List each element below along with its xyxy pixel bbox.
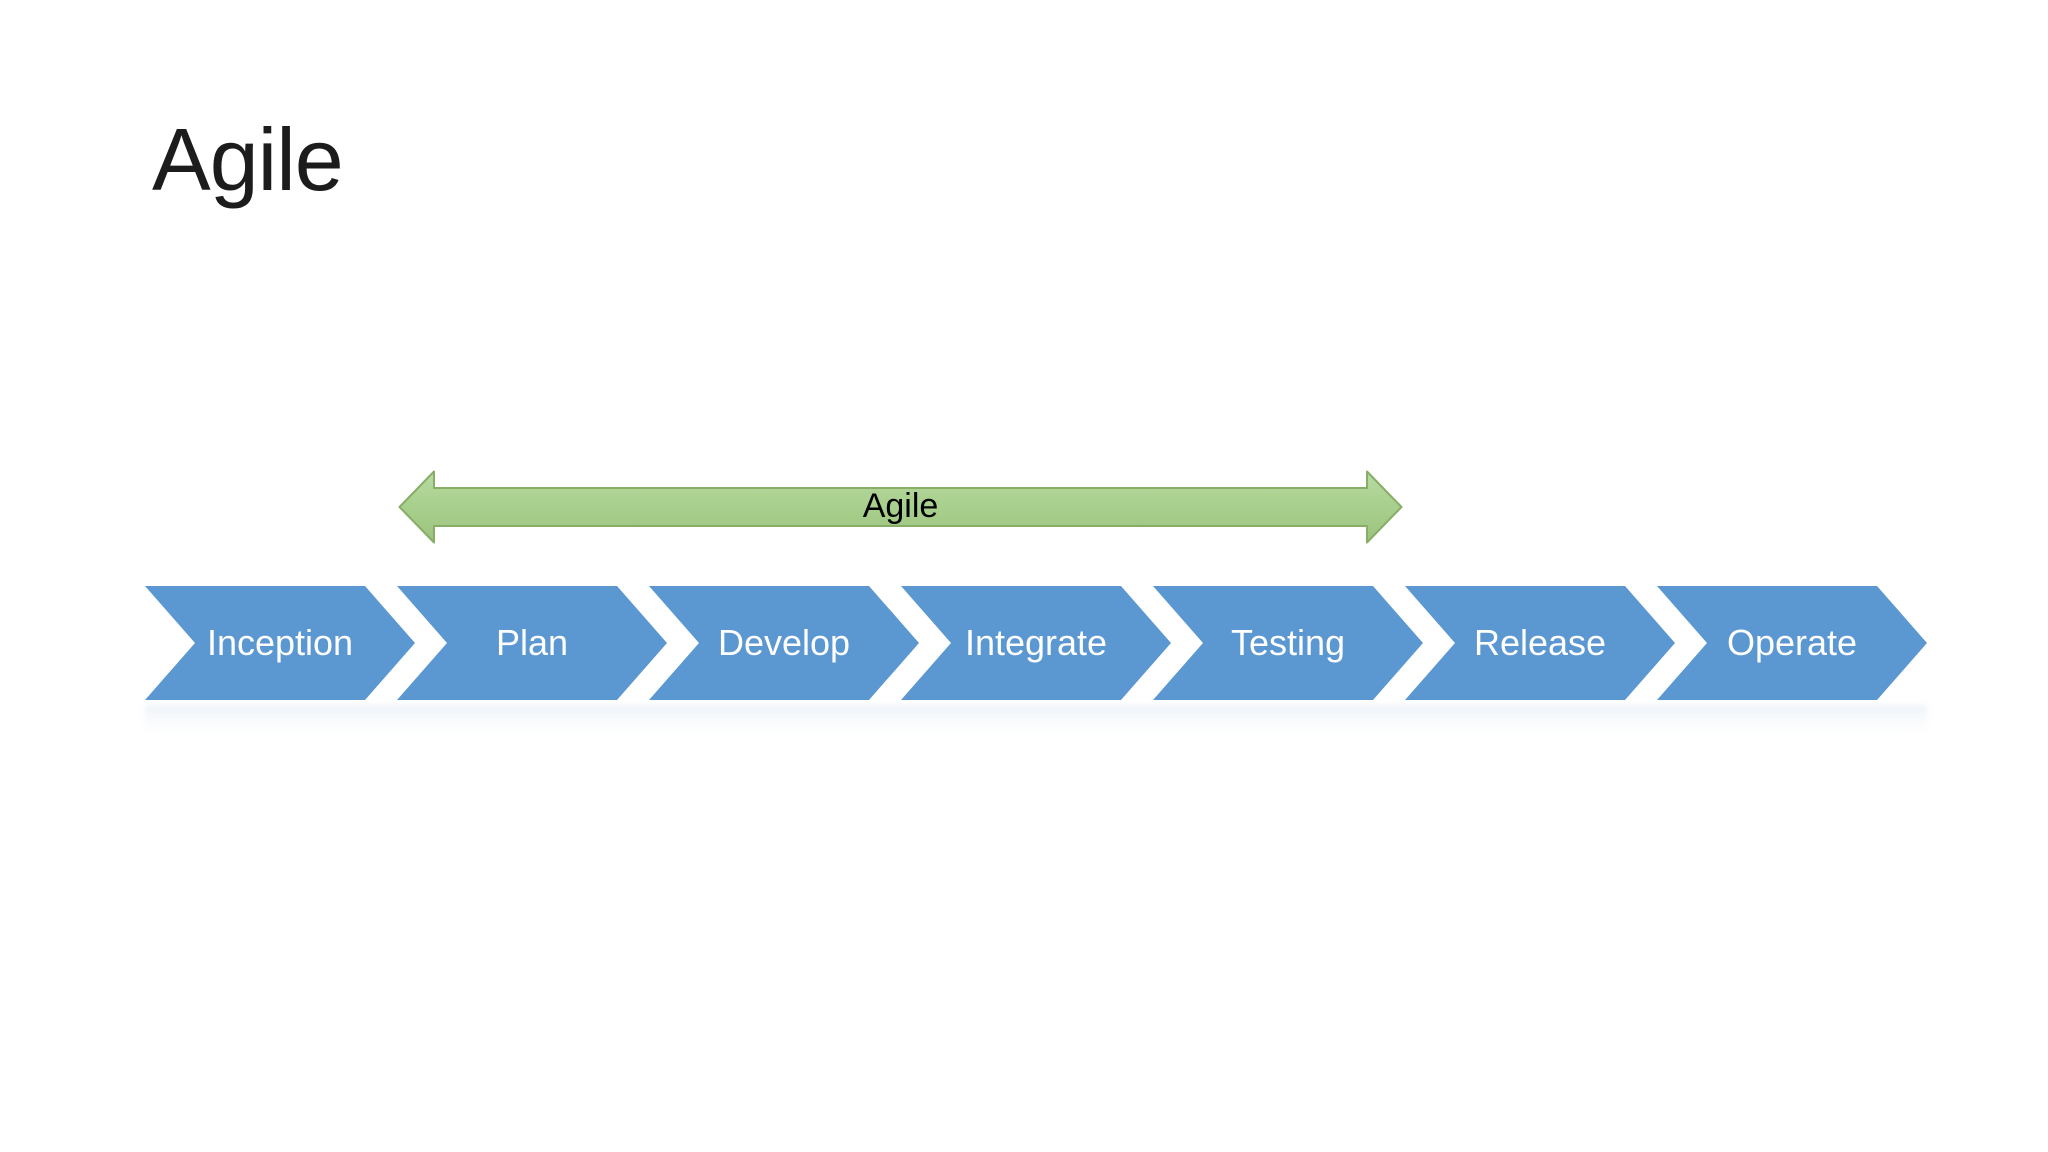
agile-span-arrow-label: Agile	[862, 487, 939, 525]
slide-title: Agile	[152, 110, 344, 209]
chevron-stage-label: Release	[1473, 622, 1607, 663]
chevron-stage-integrate: Integrate	[901, 586, 1171, 700]
chevron-stage-plan: Plan	[397, 586, 667, 700]
agile-span-arrow-shape: Agile	[398, 470, 1403, 544]
chevron-stage-label: Plan	[495, 622, 569, 663]
chevron-stage-inception: Inception	[145, 586, 415, 700]
chevron-stage-label: Develop	[717, 622, 851, 663]
chevron-reflection	[145, 705, 1927, 733]
chevron-stage-operate: Operate	[1657, 586, 1927, 700]
chevron-stage-label: Integrate	[964, 622, 1108, 663]
chevron-stage-develop: Develop	[649, 586, 919, 700]
chevron-stage-testing: Testing	[1153, 586, 1423, 700]
double-arrow-polygon	[398, 470, 1403, 544]
chevron-stage-label: Operate	[1726, 622, 1858, 663]
double-arrow-icon	[398, 470, 1403, 544]
chevron-stage-label: Testing	[1230, 622, 1346, 663]
chevron-stage-release: Release	[1405, 586, 1675, 700]
chevron-stage-label: Inception	[206, 622, 354, 663]
